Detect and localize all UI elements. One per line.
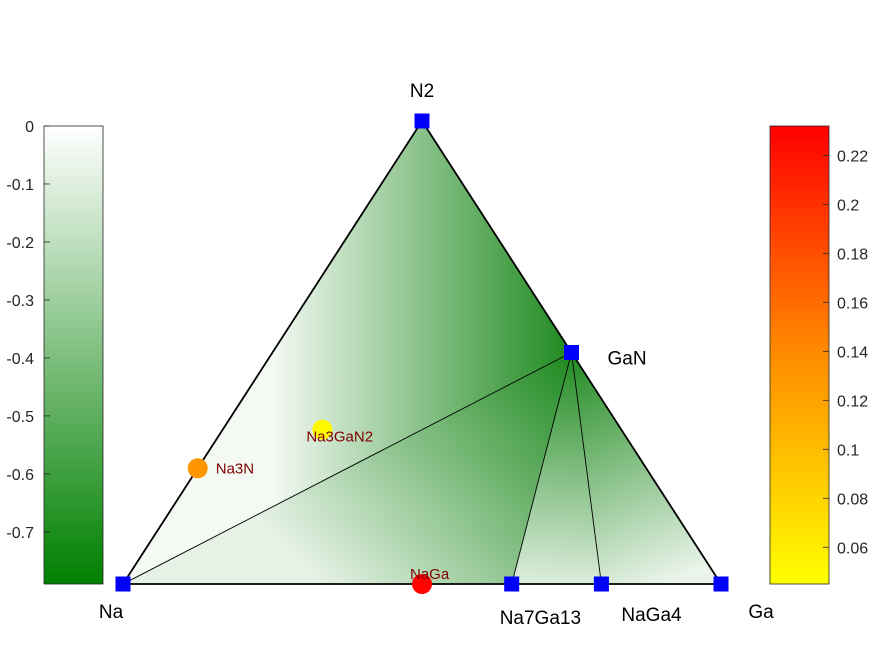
energy-tick-label: -0.7 bbox=[6, 525, 34, 542]
unstable-marker-na3n bbox=[187, 458, 208, 479]
stable-marker-naga4 bbox=[593, 576, 609, 592]
unstable-label-na3n: Na3N bbox=[216, 460, 254, 477]
unstable-label-na3gan2: Na3GaN2 bbox=[306, 429, 373, 446]
instability-tick-label: 0.18 bbox=[837, 246, 868, 263]
stable-label-n2: N2 bbox=[410, 81, 434, 102]
instability-tick-label: 0.14 bbox=[837, 344, 868, 361]
tie-line-gan-ga bbox=[570, 352, 722, 585]
stable-label-ga: Ga bbox=[748, 602, 774, 623]
hull-facet-n2-na-gan bbox=[123, 121, 572, 584]
energy-colorbar-ticks: 0 -0.1 -0.2 -0.3 -0.4 -0.5 -0.6 -0.7 bbox=[6, 119, 50, 542]
stable-marker-ga bbox=[713, 576, 729, 592]
hull-facet-gan-na7ga13-naga4 bbox=[511, 352, 602, 584]
energy-tick-label: -0.3 bbox=[6, 293, 34, 310]
stable-label-na: Na bbox=[99, 602, 124, 623]
instability-colorbar-gradient bbox=[769, 125, 830, 585]
instability-tick-label: 0.08 bbox=[837, 491, 868, 508]
energy-tick-label: -0.2 bbox=[6, 235, 34, 252]
unstable-marker-naga bbox=[412, 574, 432, 594]
instability-colorbar-ticks: 0.22 0.2 0.18 0.16 0.14 0.12 0.1 0.08 0.06 bbox=[823, 148, 868, 557]
energy-colorbar-gradient bbox=[43, 125, 104, 585]
energy-tick-label: -0.6 bbox=[6, 467, 34, 484]
tie-line-gan-naga4 bbox=[571, 352, 602, 585]
instability-tick-label: 0.2 bbox=[837, 197, 859, 214]
stable-label-na7ga13: Na7Ga13 bbox=[500, 608, 581, 629]
stable-marker-na bbox=[115, 576, 131, 592]
energy-tick-label: -0.5 bbox=[6, 409, 34, 426]
unstable-label-naga: NaGa bbox=[410, 566, 450, 583]
instability-tick-label: 0.22 bbox=[837, 148, 868, 165]
energy-colorbar: 0 -0.1 -0.2 -0.3 -0.4 -0.5 -0.6 -0.7 bbox=[6, 119, 104, 585]
energy-tick-label: -0.4 bbox=[6, 351, 34, 368]
tie-line-gan-na7ga13 bbox=[511, 352, 572, 585]
instability-tick-label: 0.16 bbox=[837, 295, 868, 312]
energy-tick-label: 0 bbox=[25, 119, 34, 136]
tie-line-n2-gan bbox=[421, 120, 573, 353]
energy-tick-label: -0.1 bbox=[6, 177, 34, 194]
stable-marker-gan bbox=[564, 345, 579, 360]
instability-tick-label: 0.06 bbox=[837, 540, 868, 557]
stable-marker-n2 bbox=[414, 113, 430, 129]
unstable-marker-na3gan2 bbox=[312, 419, 333, 440]
tie-line-na-gan bbox=[122, 352, 572, 585]
instability-tick-label: 0.1 bbox=[837, 442, 859, 459]
instability-colorbar: 0.22 0.2 0.18 0.16 0.14 0.12 0.1 0.08 0.06 bbox=[769, 125, 868, 585]
stable-marker-na7ga13 bbox=[504, 576, 520, 592]
tie-lines bbox=[122, 120, 722, 585]
tie-line-n2-na bbox=[122, 120, 423, 585]
stable-label-gan: GaN bbox=[608, 349, 647, 370]
stable-label-naga4: NaGa4 bbox=[621, 605, 682, 626]
instability-tick-label: 0.12 bbox=[837, 393, 868, 410]
